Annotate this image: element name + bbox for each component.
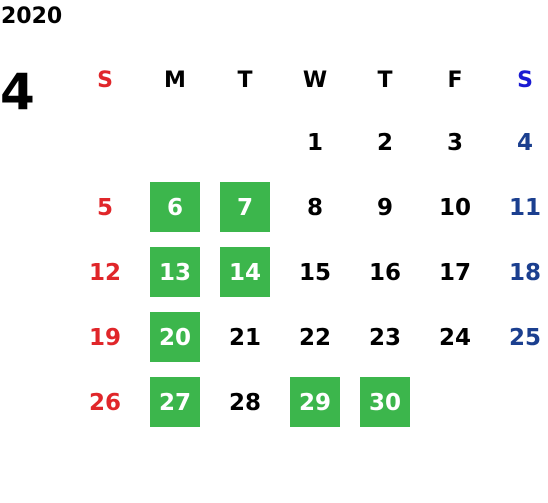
calendar-grid: S M T W T F S 1 2 3 4 5 6 7 8 9 10 11 12…: [70, 50, 548, 435]
day-number: 27: [158, 389, 191, 416]
day-number: 15: [298, 259, 331, 286]
weekday-header-saturday: S: [490, 50, 548, 110]
weekday-label: S: [97, 67, 113, 93]
day-number: 29: [298, 389, 331, 416]
day-number: 26: [88, 389, 121, 416]
day-cell: [420, 370, 490, 435]
day-cell-highlighted: 6: [140, 175, 210, 240]
weekday-label: F: [447, 67, 463, 93]
day-cell: 5: [70, 175, 140, 240]
day-cell-highlighted: 27: [140, 370, 210, 435]
day-number: 22: [298, 324, 331, 351]
day-cell: 11: [490, 175, 548, 240]
day-number: 23: [368, 324, 401, 351]
day-cell: 19: [70, 305, 140, 370]
day-cell: 25: [490, 305, 548, 370]
day-cell: [490, 370, 548, 435]
day-cell: 18: [490, 240, 548, 305]
day-cell-highlighted: 13: [140, 240, 210, 305]
weekday-label: T: [377, 67, 393, 93]
day-number: 21: [228, 324, 261, 351]
day-cell-highlighted: 7: [210, 175, 280, 240]
day-number: 3: [446, 129, 463, 156]
day-cell: [210, 110, 280, 175]
day-number: 28: [228, 389, 261, 416]
weekday-header-sunday: S: [70, 50, 140, 110]
day-number: 16: [368, 259, 401, 286]
day-cell: 28: [210, 370, 280, 435]
day-cell-highlighted: 30: [350, 370, 420, 435]
day-cell: 21: [210, 305, 280, 370]
weekday-label: T: [237, 67, 253, 93]
day-number: 1: [306, 129, 323, 156]
day-number: 4: [516, 129, 533, 156]
day-cell: 2: [350, 110, 420, 175]
day-number: 14: [228, 259, 261, 286]
day-cell-highlighted: 29: [280, 370, 350, 435]
weekday-header-wednesday: W: [280, 50, 350, 110]
day-cell: 3: [420, 110, 490, 175]
day-number: 7: [236, 194, 253, 221]
day-number: 13: [158, 259, 191, 286]
weekday-label: M: [164, 67, 186, 93]
day-number: 17: [438, 259, 471, 286]
day-cell: 1: [280, 110, 350, 175]
day-number: 8: [306, 194, 323, 221]
day-cell: 16: [350, 240, 420, 305]
weekday-header-thursday: T: [350, 50, 420, 110]
day-number: 6: [166, 194, 183, 221]
day-cell: 26: [70, 370, 140, 435]
day-number: 18: [508, 259, 541, 286]
day-number: 12: [88, 259, 121, 286]
day-number: 30: [368, 389, 401, 416]
day-cell: 9: [350, 175, 420, 240]
day-cell: 17: [420, 240, 490, 305]
day-number: 11: [508, 194, 541, 221]
weekday-header-monday: M: [140, 50, 210, 110]
day-cell-highlighted: 14: [210, 240, 280, 305]
weekday-label: S: [517, 67, 533, 93]
calendar-month: 4: [0, 63, 35, 121]
day-cell: 4: [490, 110, 548, 175]
day-number: 9: [376, 194, 393, 221]
calendar-year: 2020: [1, 4, 63, 29]
day-number: 2: [376, 129, 393, 156]
day-cell: 24: [420, 305, 490, 370]
day-cell: [140, 110, 210, 175]
day-cell: 15: [280, 240, 350, 305]
weekday-label: W: [302, 67, 328, 93]
day-number: 10: [438, 194, 471, 221]
day-number: 25: [508, 324, 541, 351]
day-cell: 8: [280, 175, 350, 240]
day-cell: 12: [70, 240, 140, 305]
day-cell: 22: [280, 305, 350, 370]
day-cell: 10: [420, 175, 490, 240]
day-cell-highlighted: 20: [140, 305, 210, 370]
weekday-header-friday: F: [420, 50, 490, 110]
day-number: 24: [438, 324, 471, 351]
day-number: 19: [88, 324, 121, 351]
day-cell: 23: [350, 305, 420, 370]
day-number: 5: [96, 194, 113, 221]
day-number: 20: [158, 324, 191, 351]
day-cell: [70, 110, 140, 175]
weekday-header-tuesday: T: [210, 50, 280, 110]
